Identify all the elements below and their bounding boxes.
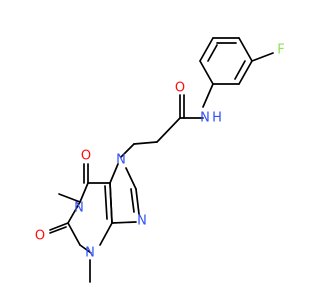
carbonyl-oxygen-bottom-atom: O bbox=[35, 229, 45, 244]
carbonyl-oxygen-top-atom: O bbox=[81, 149, 91, 164]
n9-atom: N bbox=[137, 214, 147, 229]
amide-oxygen-atom: O bbox=[175, 81, 185, 96]
bond bbox=[238, 60, 253, 85]
bond bbox=[199, 60, 214, 85]
bond bbox=[79, 244, 92, 254]
bond bbox=[109, 182, 113, 224]
atom-layer: F O N H N O N O N N bbox=[35, 43, 285, 261]
bond bbox=[99, 222, 113, 246]
bond bbox=[109, 163, 119, 184]
bond bbox=[156, 117, 181, 143]
bond bbox=[58, 193, 81, 203]
bond bbox=[130, 188, 135, 213]
amide-nitrogen-atom: N bbox=[200, 111, 210, 126]
bond bbox=[67, 222, 81, 246]
bond bbox=[49, 226, 67, 234]
bond bbox=[125, 167, 137, 190]
bond bbox=[234, 60, 246, 80]
bond bbox=[104, 185, 108, 220]
bond bbox=[111, 221, 137, 224]
bond bbox=[199, 37, 214, 62]
amide-hydrogen-atom: H bbox=[212, 111, 222, 126]
n3-atom: N bbox=[85, 246, 95, 261]
bond bbox=[135, 188, 140, 215]
bond bbox=[120, 143, 135, 158]
bond bbox=[238, 37, 253, 62]
structure-canvas: F O N H N O N O N N bbox=[35, 37, 285, 283]
n1-atom: N bbox=[74, 201, 84, 216]
bond bbox=[207, 44, 218, 62]
fluorine-atom: F bbox=[277, 43, 284, 58]
n7-atom: N bbox=[116, 153, 126, 168]
molecule-structure: F O N H N O N O N N bbox=[35, 37, 285, 283]
bond bbox=[133, 141, 158, 145]
bond bbox=[79, 182, 89, 203]
bond bbox=[67, 201, 81, 224]
bond bbox=[49, 222, 69, 231]
bond-layer bbox=[49, 37, 274, 283]
bond bbox=[202, 83, 214, 108]
bond bbox=[251, 52, 274, 62]
